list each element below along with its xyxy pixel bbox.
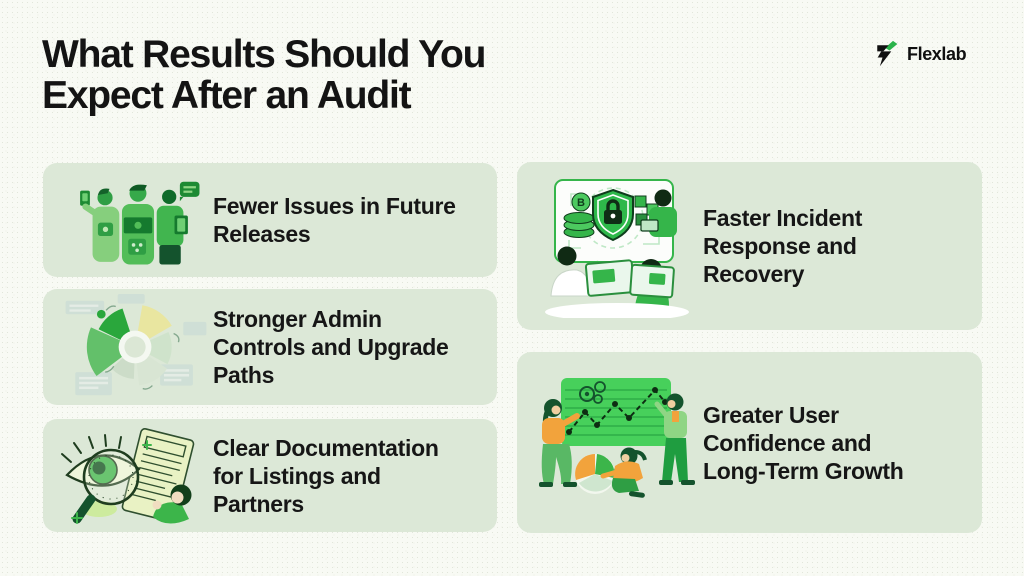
card-fewer-issues: Fewer Issues in Future Releases bbox=[43, 163, 497, 277]
card-user-confidence: Greater User Confidence and Long-Term Gr… bbox=[517, 352, 982, 533]
card-label: Stronger Admin Controls and Upgrade Path… bbox=[213, 306, 449, 388]
card-admin-controls: Stronger Admin Controls and Upgrade Path… bbox=[43, 289, 497, 405]
eye-magnifier-document-illustration bbox=[59, 425, 209, 527]
growth-chart-team-illustration bbox=[529, 368, 705, 518]
team-with-devices-illustration bbox=[63, 171, 213, 269]
page-title-line: What Results Should You bbox=[42, 33, 486, 76]
card-label: Fewer Issues in Future Releases bbox=[213, 193, 456, 247]
card-clear-documentation: Clear Documentation for Listings and Par… bbox=[43, 419, 497, 532]
page-title-line: Expect After an Audit bbox=[42, 74, 412, 117]
card-label: Faster Incident Response and Recovery bbox=[703, 205, 863, 287]
security-team-monitors-illustration: B bbox=[535, 174, 699, 318]
brand-name: Flexlab bbox=[907, 43, 967, 64]
flexlab-logo-icon bbox=[872, 40, 900, 68]
radial-segment-chart-illustration bbox=[57, 293, 215, 401]
card-incident-response: B bbox=[517, 162, 982, 330]
svg-text:B: B bbox=[577, 197, 585, 209]
brand-logo: Flexlab bbox=[872, 40, 967, 68]
card-label: Clear Documentation for Listings and Par… bbox=[213, 434, 439, 517]
page-title: What Results Should You Expect After an … bbox=[42, 33, 486, 117]
card-label: Greater User Confidence and Long-Term Gr… bbox=[703, 401, 904, 484]
